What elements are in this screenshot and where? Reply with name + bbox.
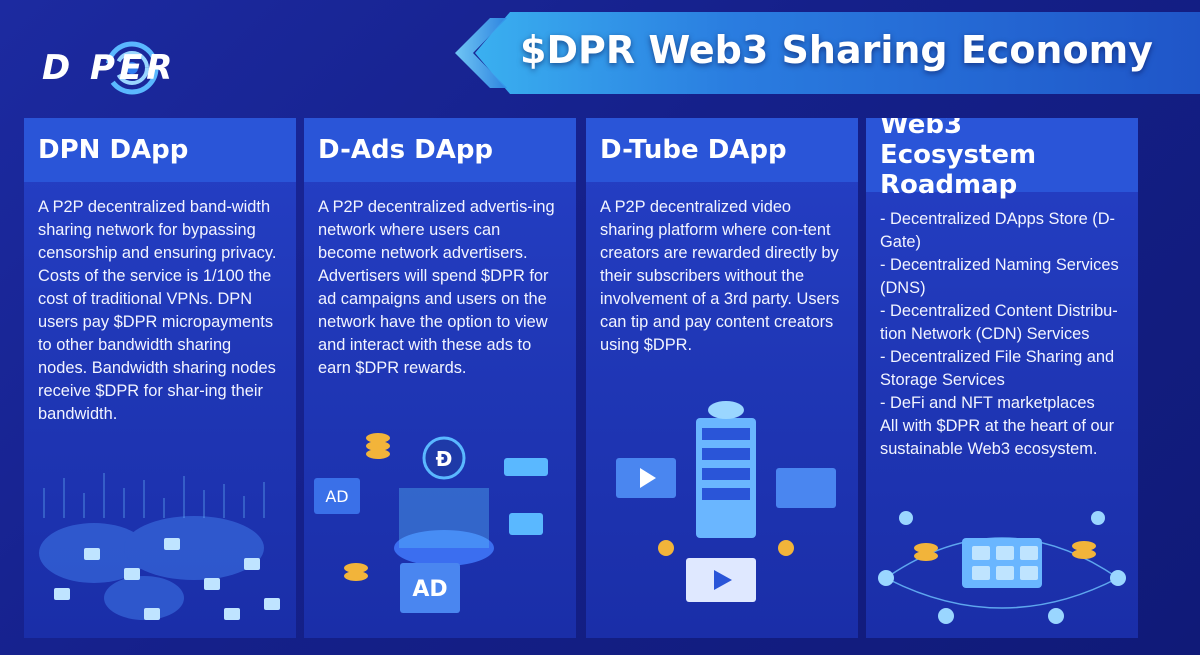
deeper-logo: D PER xyxy=(42,38,242,98)
ad-label-small: AD xyxy=(325,487,348,506)
roadmap-item: - Decentralized Content Distribu-tion Ne… xyxy=(880,302,1118,343)
roadmap-list: - Decentralized DApps Store (D-Gate) - D… xyxy=(880,208,1124,415)
page-title: $DPR Web3 Sharing Economy xyxy=(520,28,1153,72)
title-banner xyxy=(455,12,1200,94)
roadmap-item: - Decentralized File Sharing and Storage… xyxy=(880,348,1115,389)
coin-symbol: Đ xyxy=(436,447,453,471)
roadmap-item: - Decentralized DApps Store (D-Gate) xyxy=(880,210,1116,251)
card-web3-ecosystem-roadmap: Web3 Ecosystem Roadmap - Decentralized D… xyxy=(866,118,1138,638)
card-title: D-Ads DApp xyxy=(318,135,494,165)
roadmap-item: - DeFi and NFT marketplaces xyxy=(880,394,1095,412)
swirl-logo-icon xyxy=(105,41,159,95)
card-d-tube-dapp: D-Tube DApp A P2P decentralized video sh… xyxy=(586,118,858,638)
roadmap-item: - Decentralized Naming Services (DNS) xyxy=(880,256,1119,297)
card-title: Web3 Ecosystem Roadmap xyxy=(880,118,1037,200)
advertising-illustration: Đ AD AD xyxy=(314,433,548,613)
roadmap-footer: All with $DPR at the heart of our sustai… xyxy=(880,417,1115,458)
card-header: D-Ads DApp xyxy=(304,118,576,182)
card-description: A P2P decentralized advertis-ing network… xyxy=(318,198,555,377)
card-header: D-Tube DApp xyxy=(586,118,858,182)
ad-label-large: AD xyxy=(412,577,447,602)
card-header: Web3 Ecosystem Roadmap xyxy=(866,118,1138,200)
card-d-ads-dapp: D-Ads DApp A P2P decentralized advertis-… xyxy=(304,118,576,638)
ecosystem-network-illustration xyxy=(878,511,1126,624)
video-server-illustration xyxy=(616,401,836,602)
roadmap-content: - Decentralized DApps Store (D-Gate) - D… xyxy=(866,192,1138,461)
card-description: A P2P decentralized video sharing platfo… xyxy=(600,198,840,354)
card-title: D-Tube DApp xyxy=(600,135,787,165)
card-title: DPN DApp xyxy=(38,135,189,165)
world-map-network-illustration xyxy=(39,473,280,620)
card-dpn-dapp: DPN DApp A P2P decentralized band-width … xyxy=(24,118,296,638)
logo-wordmark: D PER xyxy=(42,48,177,88)
card-description: A P2P decentralized band-width sharing n… xyxy=(38,198,277,423)
card-header: DPN DApp xyxy=(24,118,296,182)
